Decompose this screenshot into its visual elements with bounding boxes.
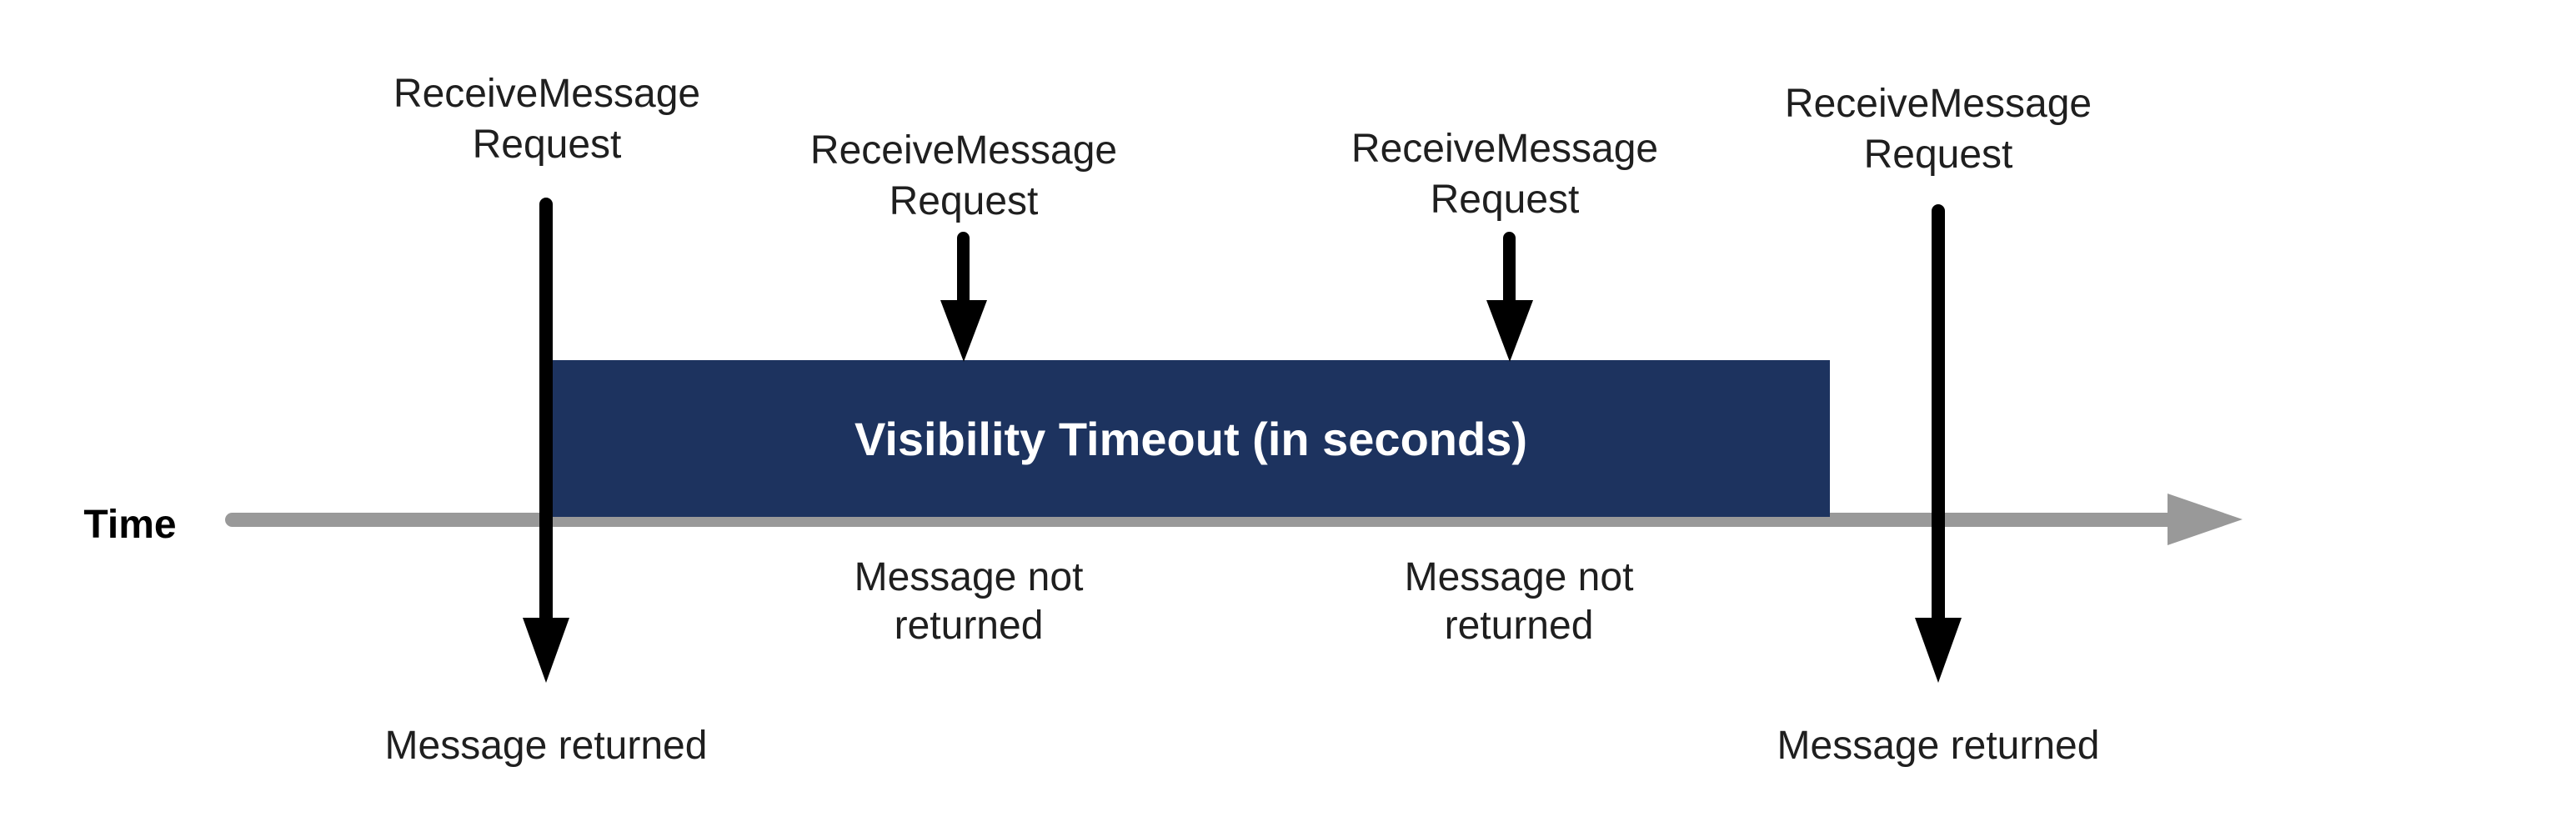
timeline-arrowhead-icon: [2168, 494, 2243, 545]
visibility-timeout-label: Visibility Timeout (in seconds): [854, 412, 1527, 465]
receive-message-arrow-3: [1503, 232, 1516, 302]
receive-message-request-label-3: ReceiveMessage Request: [1351, 127, 1659, 222]
receive-message-request-label-2: ReceiveMessage Request: [809, 128, 1118, 223]
down-arrowhead-icon-1: [523, 618, 569, 683]
down-arrowhead-icon-3: [1486, 300, 1533, 362]
down-arrowhead-icon-4: [1915, 618, 1962, 683]
receive-message-request-label-4: ReceiveMessage Request: [1784, 82, 2092, 177]
receive-message-arrow-1: [539, 198, 553, 619]
receive-message-request-label-1: ReceiveMessage Request: [393, 72, 701, 167]
receive-message-arrow-2: [957, 232, 970, 302]
message-returned-label-2: Message returned: [1777, 724, 2100, 768]
message-not-returned-label-1: Message not returned: [854, 555, 1084, 648]
down-arrowhead-icon-2: [940, 300, 987, 362]
receive-message-arrow-4: [1932, 204, 1945, 619]
message-not-returned-label-2: Message not returned: [1404, 555, 1634, 648]
message-returned-label-1: Message returned: [384, 724, 708, 768]
visibility-timeout-box: Visibility Timeout (in seconds): [552, 360, 1830, 517]
time-axis-label: Time: [83, 503, 177, 547]
